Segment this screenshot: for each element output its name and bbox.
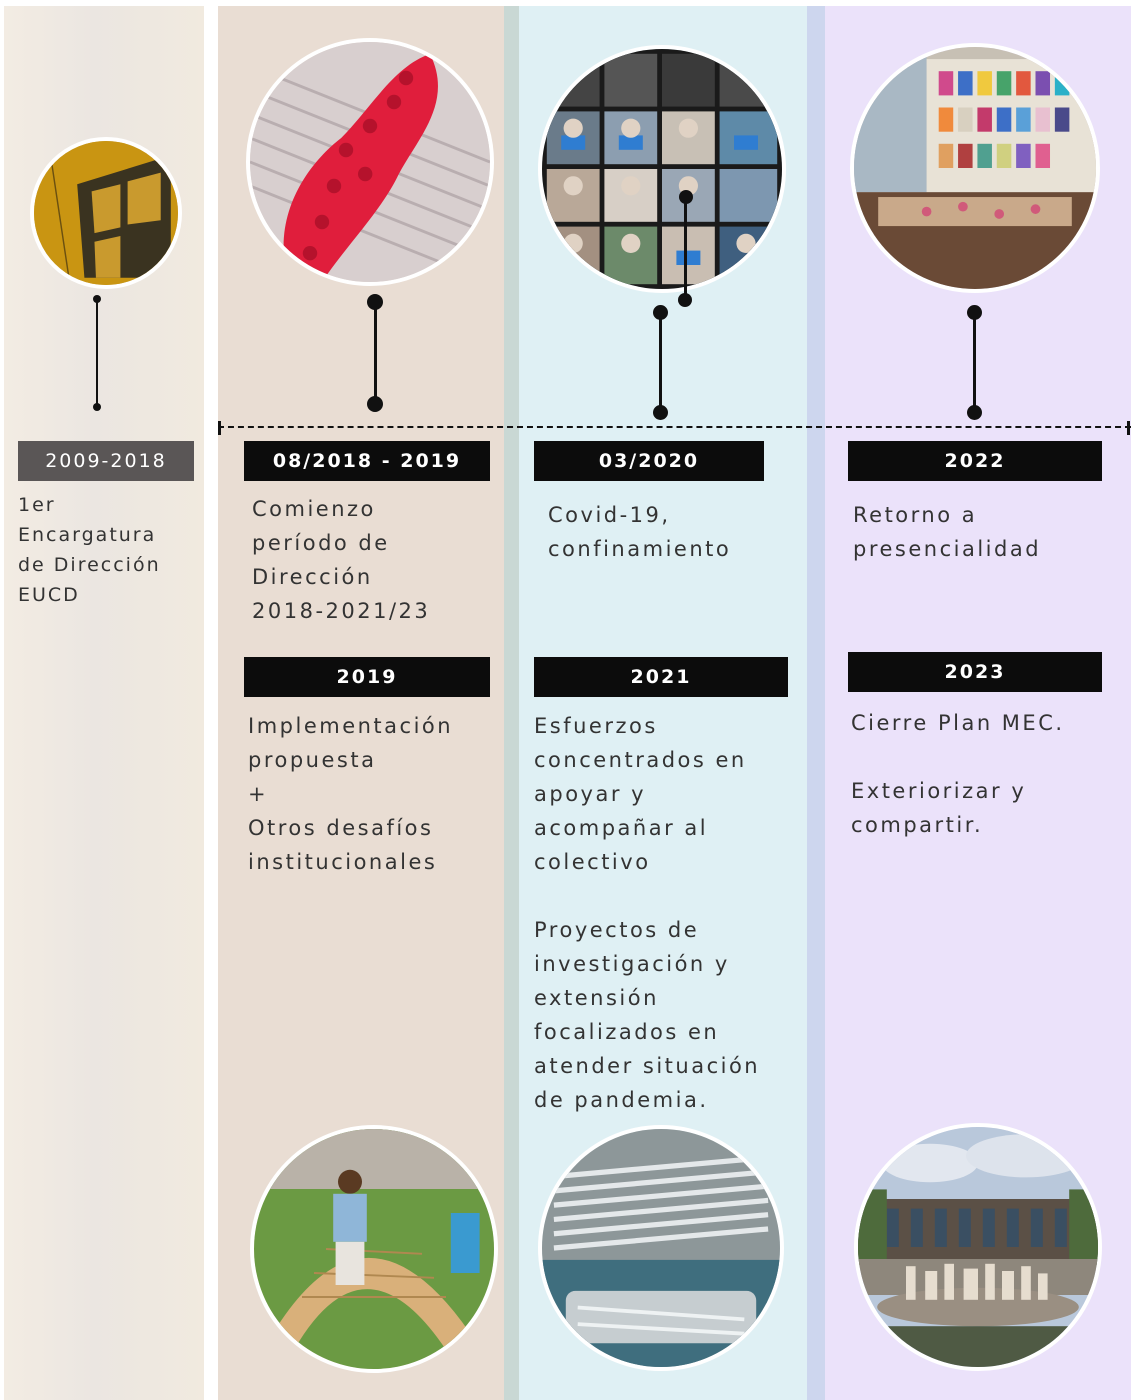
connector-dot	[678, 293, 692, 307]
date-badge: 2009-2018	[18, 441, 194, 481]
period-description: 1er Encargatura de Dirección EUCD	[18, 494, 161, 606]
period-description: Implementación propuesta + Otros desafío…	[248, 714, 454, 874]
metal-instruments-photo	[538, 1125, 784, 1371]
connector-dot	[93, 403, 101, 411]
video-call-masks-photo	[538, 45, 786, 293]
date-badge: 2021	[534, 657, 788, 697]
connector-dot	[367, 396, 383, 412]
date-badge: 2019	[244, 657, 490, 697]
timeline-start-tick	[218, 421, 221, 435]
column-divider	[807, 6, 825, 1400]
connector-stem	[374, 302, 377, 402]
date-badge: 08/2018 - 2019	[244, 441, 490, 481]
period-description: Esfuerzos concentrados en apoyar y acomp…	[534, 714, 761, 1112]
period-description: Cierre Plan MEC. Exteriorizar y comparti…	[851, 711, 1065, 837]
timeline-line	[218, 426, 1131, 428]
timeline-end-tick	[1127, 421, 1130, 435]
building-window-photo	[30, 137, 182, 289]
building-sculpture-photo	[854, 1123, 1102, 1371]
date-badge: 2022	[848, 441, 1102, 481]
connector-stem	[659, 312, 662, 412]
children-playground-photo	[250, 1125, 498, 1373]
connector-stem	[973, 312, 976, 412]
period-description: Comienzo período de Dirección 2018-2021/…	[252, 497, 431, 623]
connector-stem	[684, 197, 687, 299]
connector-dot	[967, 405, 982, 420]
period-description: Retorno a presencialidad	[853, 503, 1042, 561]
column-divider	[504, 6, 519, 1400]
connector-stem	[96, 299, 98, 407]
exhibition-room-photo	[850, 43, 1100, 293]
connector-dot	[653, 405, 668, 420]
date-badge: 03/2020	[534, 441, 764, 481]
red-textile-artwork-photo	[246, 38, 494, 286]
date-badge: 2023	[848, 652, 1102, 692]
period-description: Covid-19, confinamiento	[548, 503, 732, 561]
